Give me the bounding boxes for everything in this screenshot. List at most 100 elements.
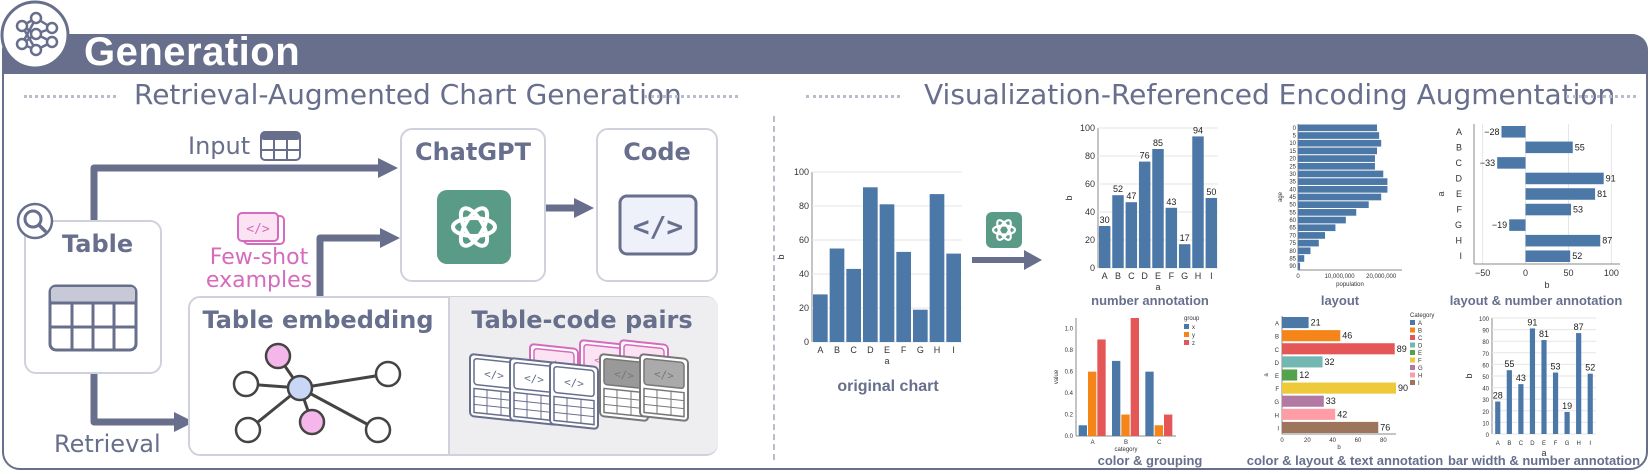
x-tick-label: 100 [1604, 268, 1619, 278]
y-tick-label: F [1275, 387, 1279, 393]
y-tick-label: 90 [1289, 264, 1296, 270]
svg-text:</>: </> [524, 372, 544, 387]
bar [1298, 201, 1369, 209]
y-tick-label: E [1275, 374, 1279, 380]
y-tick-label: 0.6 [1065, 370, 1074, 376]
bar [1298, 132, 1380, 139]
bar [1130, 318, 1139, 436]
card-icon: </> [509, 357, 559, 426]
bar [1495, 401, 1501, 434]
legend-swatch [1410, 342, 1415, 348]
data-label: 21 [1311, 318, 1321, 328]
bar [1552, 372, 1559, 434]
x-tick-label: G [917, 345, 924, 355]
y-tick-label: 70 [1482, 352, 1489, 358]
y-tick-label: 20 [1085, 235, 1095, 245]
table-embedding-label: Table embedding [202, 306, 434, 334]
chatgpt-label: ChatGPT [414, 138, 532, 166]
bar [829, 248, 845, 342]
y-tick-label: 0.8 [1065, 348, 1074, 354]
y-tick-label: C [1456, 158, 1463, 168]
y-tick-label: A [1275, 322, 1279, 328]
x-axis-label: a [1155, 282, 1160, 292]
bar [1497, 157, 1526, 169]
bar [1298, 124, 1378, 132]
legend-label: y [1192, 333, 1195, 339]
bar [929, 194, 945, 342]
bar [1282, 369, 1298, 381]
bar [1525, 141, 1573, 154]
y-tick-label: 0.2 [1065, 413, 1074, 419]
legend-swatch [1410, 335, 1415, 340]
legend-swatch [1410, 350, 1415, 355]
y-tick-label: 40 [1482, 387, 1489, 393]
few-shot-line: Few-shot [209, 245, 309, 270]
y-tick-label: 55 [1289, 210, 1296, 216]
bar [1282, 330, 1341, 342]
x-tick-label: 50 [1563, 268, 1573, 278]
x-tick-label: C [850, 345, 857, 355]
y-tick-label: 80 [1289, 249, 1296, 255]
bar [1298, 255, 1305, 262]
y-tick-label: 100 [1080, 123, 1095, 133]
divider [24, 95, 116, 98]
x-tick-label: 0 [1296, 274, 1300, 280]
bar [1145, 371, 1154, 436]
legend-swatch [1184, 340, 1189, 345]
x-axis-label: b [1337, 445, 1341, 451]
data-label: 53 [1573, 205, 1583, 215]
bar [1587, 373, 1593, 434]
y-axis-label: a [1264, 373, 1270, 377]
table-icon [260, 131, 301, 161]
y-tick-label: B [1275, 335, 1279, 341]
bar [1298, 193, 1382, 201]
header-banner [2, 34, 1648, 74]
card-icon: </> [599, 353, 649, 422]
y-tick-label: 40 [1085, 207, 1095, 217]
bar [1282, 343, 1395, 355]
input-label: Input [188, 132, 251, 160]
svg-text:</>: </> [246, 222, 270, 237]
bar [1282, 356, 1323, 368]
y-axis-label: a [1436, 191, 1446, 196]
bar [1098, 226, 1111, 268]
legend-label: D [1418, 344, 1423, 350]
data-label: 32 [1325, 357, 1335, 367]
data-label: 52 [1585, 363, 1595, 373]
data-label: 89 [1397, 344, 1407, 354]
bar [1576, 333, 1582, 434]
legend-label: B [1418, 329, 1422, 335]
bar [896, 251, 911, 342]
data-label: 76 [1380, 422, 1390, 432]
legend-title: Category [1410, 313, 1434, 319]
x-tick-label: B [834, 345, 840, 355]
bar [1298, 139, 1382, 147]
bar [1298, 232, 1326, 239]
bar [1178, 244, 1191, 268]
y-tick-label: 75 [1289, 241, 1296, 247]
legend-swatch [1410, 380, 1415, 385]
x-tick-label: A [1496, 441, 1500, 447]
caption-color-layout-text: color & layout & text annotation [1246, 453, 1444, 468]
y-tick-label: 80 [799, 201, 809, 211]
table-code-cards: </></></></></></></></> [469, 339, 689, 430]
code-file-icon: </> [237, 212, 285, 245]
card-icon: </> [549, 361, 599, 430]
bar [1501, 126, 1526, 138]
data-label: 55 [1504, 359, 1514, 369]
bar [1125, 202, 1138, 268]
bar [1525, 172, 1604, 185]
y-tick-label: H [1456, 236, 1463, 246]
bar [1282, 317, 1309, 329]
bar [1298, 162, 1375, 170]
data-label: −28 [1484, 127, 1499, 137]
bar [1525, 188, 1596, 200]
x-tick-label: 0 [1280, 438, 1284, 444]
y-tick-label: 10 [1289, 141, 1296, 147]
svg-text:</>: </> [564, 376, 584, 391]
bar [1298, 239, 1319, 247]
table-label: Table [62, 230, 134, 258]
bar [1529, 328, 1536, 434]
y-tick-label: 0.0 [1065, 434, 1074, 440]
